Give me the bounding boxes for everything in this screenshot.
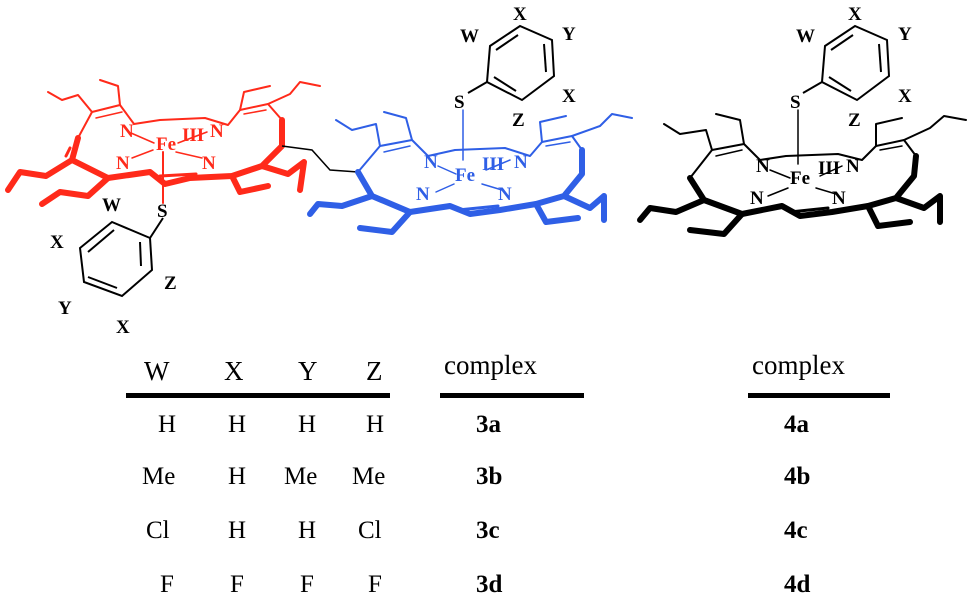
black-thiophenolate <box>802 24 891 102</box>
black-n-top-right: N <box>846 156 860 177</box>
blue-porphyrin <box>307 109 633 235</box>
blue-thiophenolate <box>467 24 556 102</box>
black-sub-y: Y <box>898 24 912 45</box>
black-sub-x-bottom: X <box>898 86 912 107</box>
table-cell: H <box>298 517 316 544</box>
red-n-bottom-right: N <box>202 153 216 174</box>
blue-sub-w: W <box>460 26 479 47</box>
table-cell: F <box>160 571 174 598</box>
table-cell: F <box>368 571 382 598</box>
table-rule-complex-left <box>440 393 584 398</box>
table-cell: H <box>298 411 316 438</box>
table-rule-complex-right <box>748 393 890 398</box>
complex-header-left: complex <box>444 350 537 380</box>
black-sub-x-top: X <box>848 4 862 25</box>
black-n-bottom-right: N <box>832 188 846 209</box>
black-fe-oxidation: III <box>818 158 840 179</box>
table-cell: Cl <box>358 517 382 544</box>
blue-sub-y: Y <box>562 24 576 45</box>
blue-n-top-right: N <box>514 152 528 173</box>
red-sub-z: Z <box>164 273 177 294</box>
table-cell: Cl <box>146 517 170 544</box>
table-cell: F <box>230 571 244 598</box>
complex-header-right: complex <box>752 350 845 380</box>
table-cell: H <box>228 463 246 490</box>
table-cell: Me <box>142 463 175 490</box>
table-header-z: Z <box>366 356 383 386</box>
red-fe-label: Fe <box>156 134 176 155</box>
blue-sub-x-top: X <box>513 4 527 25</box>
table-header-y: Y <box>298 356 318 386</box>
red-n-top-right: N <box>210 121 224 142</box>
red-sub-x-top: X <box>50 232 64 253</box>
table-header-x: X <box>224 356 244 386</box>
substituent-table: W X Y Z complex complex H H H H 3a 4a Me… <box>126 350 890 598</box>
complex-label: 4a <box>784 411 810 438</box>
blue-n-top-left: N <box>424 152 438 173</box>
blue-sulfur: S <box>454 92 465 113</box>
black-n-bottom-left: N <box>750 188 764 209</box>
table-cell: H <box>158 411 176 438</box>
complex-label: 4d <box>784 571 811 598</box>
table-cell: Me <box>352 463 385 490</box>
blue-sub-z: Z <box>512 110 525 131</box>
table-cell: H <box>228 411 246 438</box>
complex-label: 3a <box>476 411 502 438</box>
blue-n-bottom-right: N <box>498 184 512 205</box>
black-fe-label: Fe <box>790 168 810 189</box>
complex-label: 3b <box>476 463 502 490</box>
red-sub-y: Y <box>58 298 72 319</box>
red-thiophenolate <box>78 217 164 298</box>
red-sulfur: S <box>157 201 168 222</box>
complex-label: 4c <box>784 517 808 544</box>
black-sub-w: W <box>796 26 815 47</box>
table-cell: H <box>366 411 384 438</box>
red-fe-oxidation: III <box>182 125 204 146</box>
blue-fe-label: Fe <box>455 165 475 186</box>
black-porphyrin <box>637 109 967 237</box>
complex-label: 3c <box>476 517 500 544</box>
red-porphyrin <box>5 79 321 207</box>
complex-label: 4b <box>784 463 810 490</box>
table-cell: F <box>300 571 314 598</box>
ethylene-linker <box>281 145 359 173</box>
blue-n-bottom-left: N <box>416 184 430 205</box>
table-header-w: W <box>144 356 170 386</box>
red-sub-x-bottom: X <box>116 317 130 338</box>
blue-sub-x-bottom: X <box>562 86 576 107</box>
complex-label: 3d <box>476 571 503 598</box>
black-sub-z: Z <box>848 110 861 131</box>
red-n-top-left: N <box>120 121 134 142</box>
black-n-top-left: N <box>756 156 770 177</box>
table-rule-substituents <box>126 393 390 398</box>
table-cell: H <box>228 517 246 544</box>
table-cell: Me <box>284 463 317 490</box>
red-sub-w: W <box>102 195 121 216</box>
black-sulfur: S <box>790 92 801 113</box>
blue-fe-oxidation: III <box>482 154 504 175</box>
red-n-bottom-left: N <box>116 153 130 174</box>
